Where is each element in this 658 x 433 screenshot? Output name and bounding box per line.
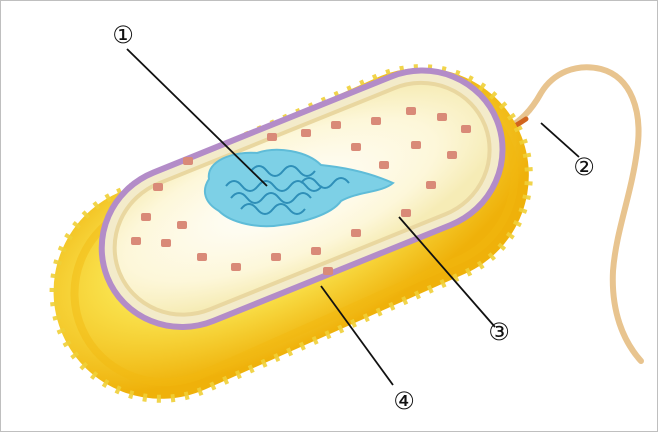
leader-line-2 (541, 123, 579, 157)
flagellum (501, 67, 641, 361)
marker-4: ④ (393, 387, 415, 415)
marker-2: ② (573, 153, 595, 181)
marker-3: ③ (488, 318, 510, 346)
marker-1: ① (112, 21, 134, 49)
